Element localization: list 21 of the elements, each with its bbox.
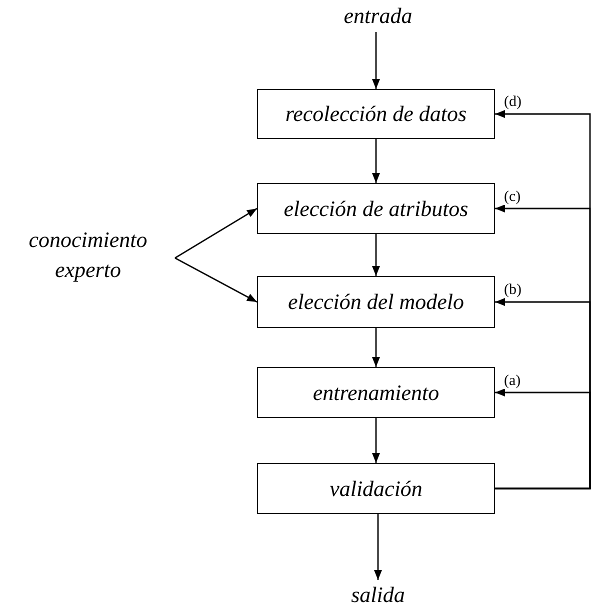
arrow (374, 514, 382, 580)
edge-label: (b) (504, 283, 522, 298)
edge-label: (c) (504, 190, 521, 204)
arrow (372, 234, 380, 276)
arrow (174, 208, 258, 259)
edge-label: (a) (504, 374, 521, 388)
process-box: recolección de datos (257, 89, 495, 139)
flow-label: salida (328, 580, 428, 610)
process-box: validación (257, 463, 495, 514)
process-box: elección del modelo (257, 276, 495, 328)
arrow (372, 32, 380, 89)
arrow (174, 257, 258, 303)
flow-label: entrada (318, 0, 438, 32)
flow-label: conocimiento experto (8, 224, 168, 286)
arrow (372, 328, 380, 367)
arrow (372, 418, 380, 463)
process-box: entrenamiento (257, 367, 495, 418)
arrow (495, 110, 591, 490)
process-box: elección de atributos (257, 183, 495, 234)
edge-label: (d) (504, 95, 522, 110)
arrow (372, 139, 380, 183)
